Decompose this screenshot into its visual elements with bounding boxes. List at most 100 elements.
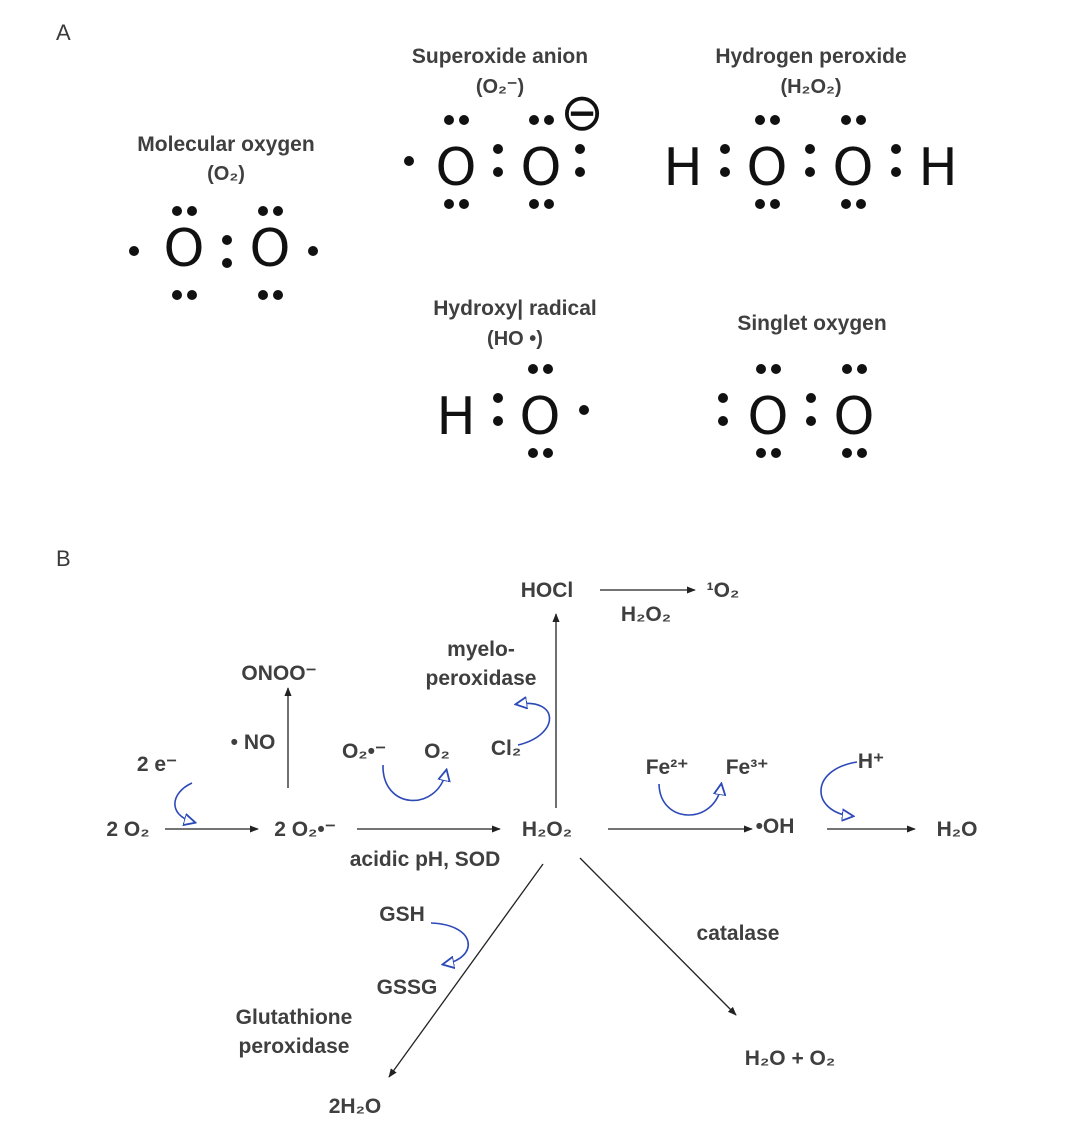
electron-dot [172,206,182,216]
electron-dot [187,290,197,300]
curved-arrow-chlorine [518,703,551,746]
electron-dot [273,206,283,216]
atom-h: H [663,138,702,198]
electron-dot [187,206,197,216]
electron-dot [404,156,414,166]
electron-dot [258,206,268,216]
hydrogen-peroxide-name: Hydrogen peroxide [715,45,906,68]
superoxide-name: Superoxide anion [412,45,588,68]
electron-dot [805,167,815,177]
curved-arrow-electrons [174,782,193,822]
electron-dot [579,405,589,415]
atom-o: O [164,219,205,279]
label-peroxidase: peroxidase [426,667,537,690]
electron-dot [857,448,867,458]
electron-dot [459,115,469,125]
panel-label-b: B [56,546,71,571]
label-glutathione: Glutathione [236,1006,353,1029]
superoxide-formula: (O₂⁻) [476,76,524,98]
curved-arrow-dismutation [382,764,446,802]
electron-dot [543,448,553,458]
curved-arrow-proton [820,761,858,816]
label-fe3: Fe³⁺ [726,756,769,779]
atom-o: O [834,387,875,447]
electron-dot [771,448,781,458]
label-electrons: 2 e⁻ [137,753,177,776]
label-nitric-oxide: • NO [231,731,276,754]
label-hydroxyl: •OH [756,815,795,838]
arrow-to-h2o-o2 [579,857,737,1016]
atom-o: O [747,138,788,198]
negative-charge-icon: ⊖ [560,83,604,143]
electron-dot [575,167,585,177]
electron-dot [756,364,766,374]
electron-dot [718,393,728,403]
label-catalase: catalase [697,922,780,945]
electron-dot [575,144,585,154]
electron-dot [842,448,852,458]
electron-dot [771,364,781,374]
hydroxyl-radical-structure: Hydroxy| radical (HO •) H O [433,297,597,458]
label-h2o: H₂O [937,818,978,841]
electron-dot [222,258,232,268]
label-singlet-o2: ¹O₂ [707,579,740,602]
label-2o2: 2 O₂ [106,818,149,841]
label-gssg: GSSG [377,976,438,999]
electron-dot [720,144,730,154]
atom-o: O [520,387,561,447]
electron-dot [718,416,728,426]
panel-label-a: A [56,20,71,45]
label-h2o2-top: H₂O₂ [621,603,671,626]
atom-h: H [436,387,475,447]
electron-dot [755,115,765,125]
electron-dot [842,364,852,374]
curved-arrow-iron [658,784,721,816]
singlet-name: Singlet oxygen [737,312,886,335]
label-o2-radical: O₂•⁻ [342,740,386,763]
atom-o: O [521,138,562,198]
label-h2o-o2: H₂O + O₂ [745,1047,835,1070]
hydroxyl-formula: (HO •) [487,328,543,350]
electron-dot [756,448,766,458]
molecular-oxygen-name: Molecular oxygen [137,133,314,156]
electron-dot [755,199,765,209]
electron-dot [805,144,815,154]
electron-dot [529,199,539,209]
molecular-oxygen-structure: Molecular oxygen (O₂) O O [129,133,318,300]
electron-dot [493,167,503,177]
label-peroxynitrite: ONOO⁻ [241,662,316,685]
electron-dot [891,144,901,154]
electron-dot [493,144,503,154]
atom-o: O [833,138,874,198]
reaction-arrows [165,586,916,1078]
label-h-plus: H⁺ [858,750,884,773]
electron-dot [543,364,553,374]
electron-dot [770,199,780,209]
arrow-to-2h2o [388,863,544,1078]
pathway-labels: 2 O₂ 2 e⁻ 2 O₂•⁻ • NO ONOO⁻ O₂•⁻ O₂ acid… [106,579,977,1118]
electron-dot [529,115,539,125]
hydrogen-peroxide-formula: (H₂O₂) [780,76,841,98]
atom-o: O [748,387,789,447]
label-hocl: HOCl [521,579,574,602]
electron-dot [258,290,268,300]
atom-o: O [436,138,477,198]
label-superoxide: 2 O₂•⁻ [274,818,336,841]
molecular-oxygen-formula: (O₂) [207,163,245,185]
electron-dot [308,246,318,256]
electron-dot [857,364,867,374]
electron-dot [222,235,232,245]
electron-dot [806,393,816,403]
electron-dot [273,290,283,300]
electron-dot [528,448,538,458]
electron-dot [172,290,182,300]
electron-dot [841,199,851,209]
label-myelo: myelo- [447,638,515,661]
electron-dot [856,115,866,125]
superoxide-structure: Superoxide anion (O₂⁻) O O ⊖ [404,45,604,209]
label-gpx-peroxidase: peroxidase [239,1035,350,1058]
label-acidic-sod: acidic pH, SOD [350,848,501,871]
electron-dot [856,199,866,209]
atom-h: H [918,138,957,198]
